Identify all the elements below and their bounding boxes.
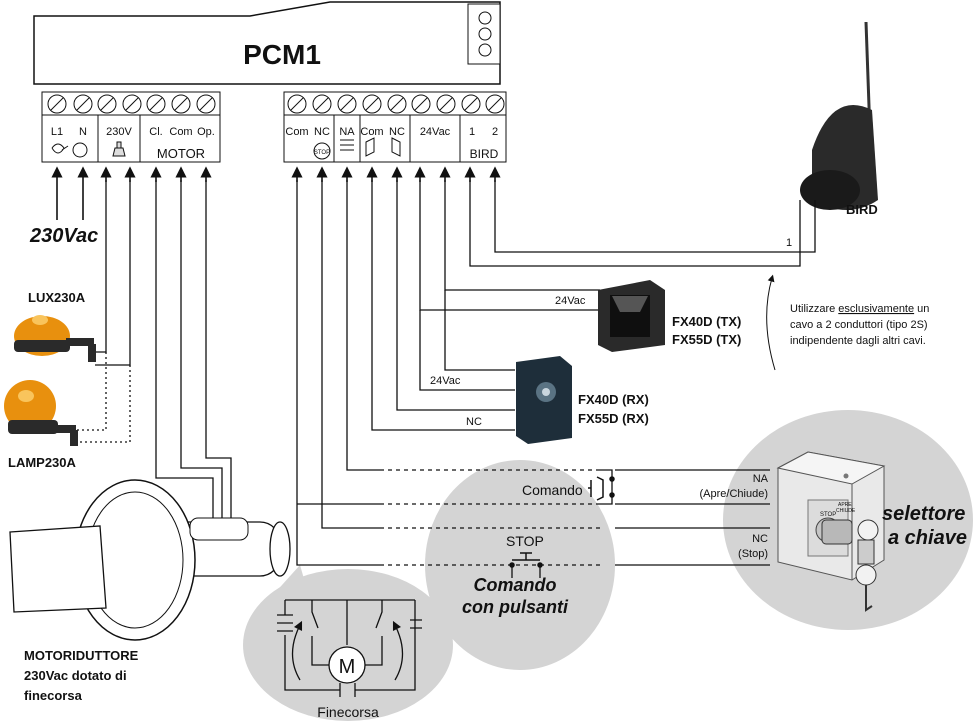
- terminal-screw-slot: [414, 97, 428, 111]
- terminal-screw-slot: [390, 97, 404, 111]
- selector-chiude-mark: CHIUDE: [836, 508, 856, 514]
- selector-na-label: NA: [753, 473, 769, 485]
- selector-stop-mark: STOP: [820, 512, 836, 518]
- terminal-nc-1: NC: [314, 126, 330, 138]
- lamp230a-lamp: [4, 380, 78, 446]
- power-label: 230Vac: [29, 225, 98, 247]
- rx-label-line2: FX55D (RX): [578, 411, 649, 426]
- motor-symbol: M: [339, 656, 356, 678]
- terminal-bird: BIRD: [470, 147, 499, 161]
- terminal-na: NA: [339, 126, 355, 138]
- terminal-screw-slot: [464, 97, 478, 111]
- tx-wire-label: 24Vac: [555, 295, 586, 307]
- bird-wire-number: 1: [786, 237, 792, 249]
- key-selector: [776, 451, 886, 612]
- terminal-screw-slot: [76, 97, 90, 111]
- photocell-rx-icon: [391, 137, 401, 157]
- selector-apre-mark: APRE: [838, 502, 852, 508]
- rx-photocell: [516, 356, 572, 444]
- note-text-line2: cavo a 2 conduttori (tipo 2S): [790, 319, 928, 331]
- limit-switch-bubble-tail: [255, 565, 310, 615]
- terminal-cl: Cl.: [149, 126, 162, 138]
- terminal-1: 1: [469, 126, 475, 138]
- terminal-screw-slot: [290, 97, 304, 111]
- terminal-230v: 230V: [106, 126, 132, 138]
- command-label: Comando: [522, 482, 583, 498]
- stop-icon: [313, 142, 331, 160]
- terminal-arrows: [51, 166, 501, 220]
- selector-na-sublabel: (Apre/Chiude): [700, 488, 768, 500]
- rx-wire-24vac: 24Vac: [430, 375, 461, 387]
- lux230a-lamp: [14, 315, 96, 362]
- terminal-screw-slot: [365, 97, 379, 111]
- stop-button-symbol: [509, 552, 543, 568]
- control-board: PCM1: [33, 1, 501, 85]
- terminal-block-right: Com NC NA Com NC 24Vac 1 2 BIRD STOP: [283, 91, 507, 163]
- terminal-screw-slot: [50, 97, 64, 111]
- terminal-screw-slot: [439, 97, 453, 111]
- neutral-icon: [72, 142, 88, 158]
- terminal-screw-slot: [149, 97, 163, 111]
- terminal-block-left: L1 N 230V Cl. Com Op. MOTOR: [41, 91, 221, 163]
- terminal-com-3: Com: [360, 126, 383, 138]
- limit-switch-bubble: [243, 569, 453, 721]
- lamp230a-label: LAMP230A: [8, 455, 77, 470]
- terminal-screw-slot: [488, 97, 502, 111]
- note-arrow: [766, 274, 776, 371]
- stop-icon-label: STOP: [314, 150, 330, 156]
- terminal-motor: MOTOR: [157, 146, 205, 161]
- stop-label: STOP: [506, 533, 544, 549]
- power-plug-icon: [51, 143, 69, 154]
- terminal-com-2: Com: [285, 126, 308, 138]
- note-text-line3: indipendente dagli altri cavi.: [790, 335, 926, 347]
- wiring: [75, 180, 816, 578]
- terminal-2: 2: [492, 126, 498, 138]
- terminal-screw-slot: [315, 97, 329, 111]
- terminal-screw-slot: [340, 97, 354, 111]
- terminal-screw-slot: [125, 97, 139, 111]
- terminal-n: N: [79, 126, 87, 138]
- command-button-symbol: [588, 476, 615, 501]
- push-button-icon: [340, 139, 354, 151]
- tx-photocell: [598, 280, 665, 352]
- tx-label-line1: FX40D (TX): [672, 314, 741, 329]
- lux230a-label: LUX230A: [28, 290, 86, 305]
- selector-caption-line2: a chiave: [888, 527, 967, 549]
- lamp-icon: [112, 141, 126, 157]
- motor-label-line1: MOTORIDUTTORE: [24, 648, 139, 663]
- buttons-caption-line2: con pulsanti: [462, 597, 569, 617]
- rx-label-line1: FX40D (RX): [578, 392, 649, 407]
- selector-nc-sublabel: (Stop): [738, 548, 768, 560]
- terminal-nc-2: NC: [389, 126, 405, 138]
- selector-caption-line1: selettore: [882, 503, 965, 525]
- terminal-screw-slot: [174, 97, 188, 111]
- motor-label-line3: finecorsa: [24, 688, 83, 703]
- limit-switch-schematic: [277, 599, 422, 697]
- note-text-line1: Utilizzare esclusivamente un: [790, 303, 929, 315]
- terminal-l1: L1: [51, 126, 63, 138]
- gear-motor: [9, 479, 291, 641]
- terminal-com: Com: [169, 126, 192, 138]
- bird-label: BIRD: [846, 202, 878, 217]
- photocell-tx-icon: [365, 137, 375, 157]
- terminal-24vac: 24Vac: [420, 126, 451, 138]
- selector-nc-label: NC: [752, 533, 768, 545]
- buttons-caption-line1: Comando: [474, 575, 557, 595]
- bird-antenna: [799, 21, 878, 215]
- limit-switch-label: Finecorsa: [317, 704, 379, 720]
- motor-label-line2: 230Vac dotato di: [24, 668, 127, 683]
- rx-wire-nc: NC: [466, 416, 482, 428]
- tx-label-line2: FX55D (TX): [672, 332, 741, 347]
- board-title: PCM1: [243, 39, 321, 70]
- terminal-op: Op.: [197, 126, 215, 138]
- terminal-screw-slot: [100, 97, 114, 111]
- terminal-screw-slot: [199, 97, 213, 111]
